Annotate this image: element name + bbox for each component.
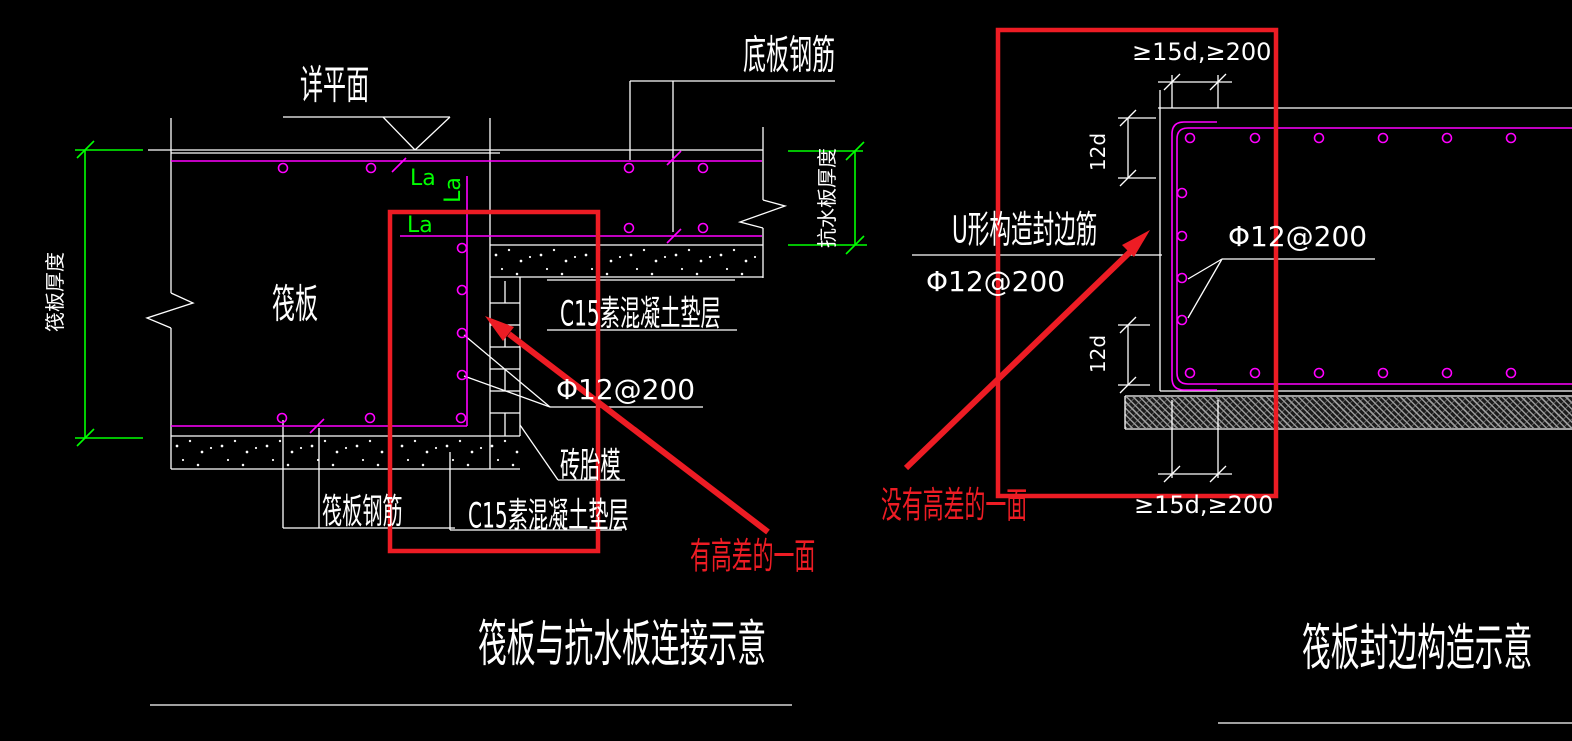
right-bottom-dimension [1158, 400, 1232, 483]
edge-detail-cushion-hatch [1125, 397, 1572, 428]
plan-detail-label: 详平面 [300, 60, 370, 109]
waterslab-thickness-dimension [788, 141, 867, 255]
u-bar-label: U形构造封边筋 [952, 208, 1098, 253]
left-label-leaders [282, 80, 835, 531]
raft-slab-label: 筏板 [272, 279, 319, 328]
right-red-arrow [903, 230, 1150, 471]
left-diagram-title: 筏板与抗水板连接示意 [478, 616, 766, 674]
dim-12d-lower-label: 12d [1086, 334, 1110, 374]
dim-bottom-label: ≥15d,≥200 [1134, 491, 1274, 519]
lap-length-lower-label: La [407, 213, 433, 238]
right-rebar-sections [1176, 132, 1517, 379]
left-red-arrow [485, 316, 770, 535]
edge-rebar-spec-label: Φ12@200 [1228, 220, 1368, 253]
raft-thickness-dimension [75, 140, 143, 447]
right-highlight-box [995, 27, 1279, 499]
raft-cushion-hatch [171, 438, 520, 468]
u-bar-and-slab-rebar [1171, 121, 1572, 391]
lap-length-top-label: La [410, 166, 436, 191]
right-slab-outline [1124, 90, 1572, 430]
right-label-leaders [912, 254, 1375, 319]
rebar-spec-left-label: Φ12@200 [556, 373, 696, 406]
dim-12d-upper-lines [1118, 109, 1156, 187]
c15-cushion-lower-label: C15素混凝土垫层 [468, 494, 629, 536]
left-rebar-sections [276, 162, 709, 424]
c15-cushion-upper-label: C15素混凝土垫层 [560, 292, 721, 334]
dim-12d-upper-label: 12d [1086, 132, 1110, 172]
u-bar-spec-label: Φ12@200 [926, 265, 1066, 298]
brick-formwork-column [490, 277, 521, 436]
left-rebar-lines [171, 150, 762, 434]
waterslab-thickness-dim-label: 抗水板厚度 [815, 148, 839, 248]
waterslab-cushion-hatch [490, 247, 763, 276]
dim-12d-lower-lines [1118, 316, 1150, 394]
dim-top-label: ≥15d,≥200 [1132, 38, 1272, 66]
right-top-dimension [1158, 73, 1232, 108]
raft-rebar-label: 筏板钢筋 [322, 490, 403, 532]
left-highlight-box [387, 209, 601, 554]
red-note-right: 没有高差的一面 [881, 483, 1028, 527]
right-diagram-title: 筏板封边构造示意 [1302, 620, 1533, 678]
raft-thickness-dim-label: 筏板厚度 [43, 252, 67, 332]
left-slab-outline [145, 118, 788, 470]
brick-formwork-label: 砖胎模 [560, 444, 621, 486]
plan-detail-symbol [283, 116, 451, 151]
bottom-slab-rebar-label: 底板钢筋 [743, 30, 836, 79]
lap-length-vertical-label: La [441, 177, 466, 203]
red-note-left: 有高差的一面 [690, 534, 816, 578]
